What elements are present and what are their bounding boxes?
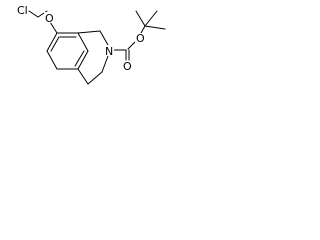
bond-ar-double-3 bbox=[50, 36, 60, 52]
ester-oxygen-atom-label: O bbox=[136, 32, 145, 45]
azepine-ring bbox=[77, 30, 109, 85]
benzene-ring bbox=[46, 32, 89, 70]
bond-o-tert-c bbox=[140, 25, 146, 34]
nitrogen-atom-label: N bbox=[105, 45, 113, 58]
bond-ar-2 bbox=[77, 32, 89, 52]
bond-ring-ch2-ch2 bbox=[87, 71, 103, 85]
bond-ring-ch2-a bbox=[77, 30, 101, 34]
chemical-structure: Cl O N O O bbox=[17, 4, 166, 85]
bond-o-aryl bbox=[49, 21, 58, 34]
chlorine-atom-label: Cl bbox=[17, 4, 28, 17]
bond-ring-n-ch2 bbox=[101, 55, 109, 73]
bond-tert-c-me3 bbox=[144, 25, 166, 30]
boc-group bbox=[113, 10, 166, 61]
bond-carbonyl-o-ester bbox=[127, 40, 137, 50]
bond-ar-double-2 bbox=[74, 50, 85, 67]
carbonyl-oxygen-atom-label: O bbox=[123, 60, 132, 73]
bond-ar-6 bbox=[46, 32, 58, 52]
bond-ar-3 bbox=[77, 50, 89, 70]
bond-cl-ch2 bbox=[28, 10, 39, 18]
bond-tert-c-me1 bbox=[135, 10, 146, 27]
bond-tert-c-me2 bbox=[144, 10, 158, 27]
ether-oxygen-atom-label: O bbox=[45, 12, 54, 25]
bond-ring-ch2-ar bbox=[77, 68, 89, 85]
atom-labels: Cl O N O O bbox=[17, 4, 145, 73]
bond-ring-ch2-n bbox=[99, 30, 109, 46]
bond-ar-5 bbox=[46, 50, 58, 70]
